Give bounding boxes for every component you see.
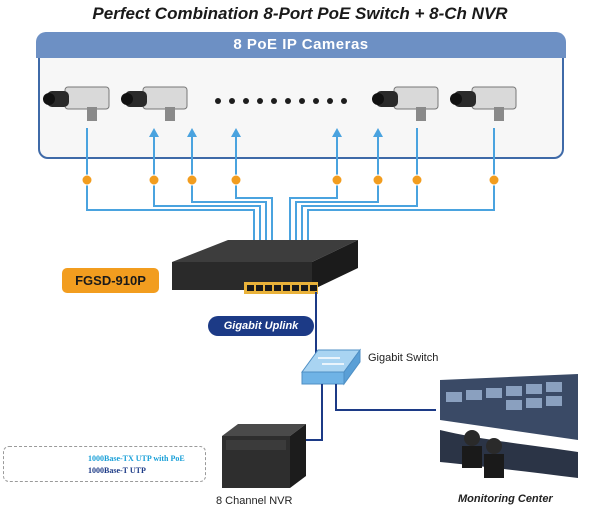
- gigabit-switch-icon: [301, 348, 361, 386]
- ip-camera-icon: [43, 86, 110, 121]
- ellipsis-dot: [341, 98, 347, 104]
- uplink-tag: Gigabit Uplink: [208, 316, 314, 336]
- diagram-title: Perfect Combination 8-Port PoE Switch + …: [92, 4, 508, 23]
- ellipsis-dot: [327, 98, 333, 104]
- nvr-icon: [222, 424, 306, 488]
- switch-model-tag: FGSD-910P: [62, 268, 159, 293]
- monitoring-center-icon: [440, 374, 578, 478]
- ellipsis-dot: [299, 98, 305, 104]
- ellipsis-dot: [285, 98, 291, 104]
- ellipsis-dot: [257, 98, 263, 104]
- ellipsis-dot: [229, 98, 235, 104]
- ellipsis-dot: [271, 98, 277, 104]
- legend: [3, 446, 206, 482]
- nvr-label: 8 Channel NVR: [216, 495, 293, 507]
- camera-panel-header: 8 PoE IP Cameras: [36, 32, 566, 58]
- legend-item-utp: 1000Base-T UTP: [88, 466, 146, 475]
- ellipsis-dot: [313, 98, 319, 104]
- legend-item-poe: 1000Base-TX UTP with PoE: [88, 454, 185, 463]
- ellipsis-dot: [243, 98, 249, 104]
- ip-camera-icon: [121, 86, 188, 121]
- ip-camera-icon: [372, 86, 439, 121]
- ip-camera-icon: [450, 86, 517, 121]
- gigabit-switch-label: Gigabit Switch: [368, 352, 439, 364]
- ellipsis-dot: [215, 98, 221, 104]
- monitoring-center-label: Monitoring Center: [458, 493, 553, 505]
- poe-switch-icon: [172, 240, 358, 294]
